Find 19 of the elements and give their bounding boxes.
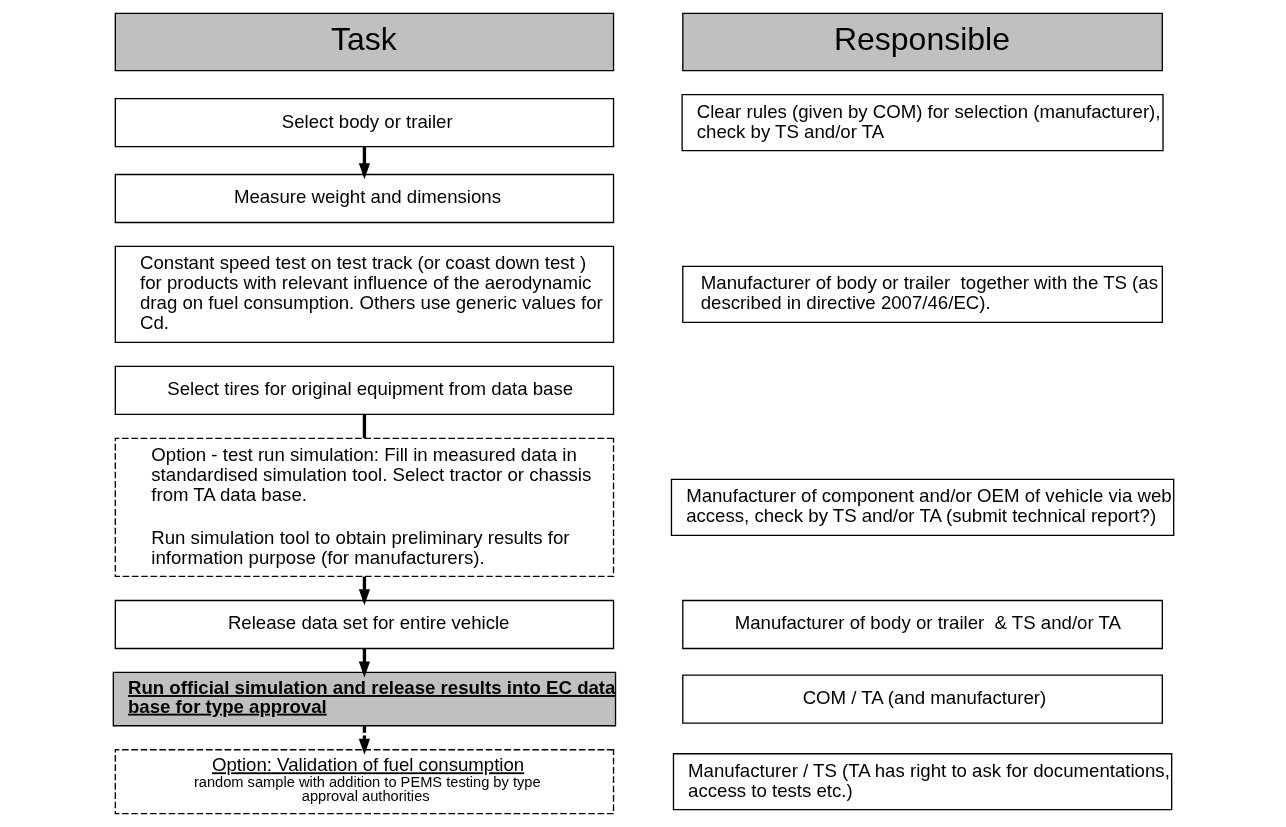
node-box: COM / TA (and manufacturer): [681, 674, 1163, 724]
node-box: Task: [114, 12, 614, 72]
node-box: Manufacturer of body or trailer together with the TS (as described in directive 2007/46/EC).: [681, 265, 1163, 324]
connector: [362, 414, 366, 438]
node-box: Manufacturer of component and/or OEM of vehicle via web access, check by TS and/or TA (submit technical report?): [670, 478, 1174, 537]
node-box: Constant speed test on test track (or coast down test ) for products with relevant influence of the aerodynamic drag on fuel consumption. Others use generic values for Cd.: [114, 245, 614, 344]
node-box: Select body or trailer: [114, 97, 614, 148]
node-box: Option: Validation of fuel consumption random sample with addition to PEMS testing by type approval authorities: [114, 749, 614, 815]
node-box: Release data set for entire vehicle: [114, 599, 614, 650]
arrow: [358, 726, 370, 755]
node-box: Responsible: [681, 12, 1163, 72]
node-box: Manufacturer / TS (TA has right to ask for documentations, access to tests etc.): [672, 753, 1172, 811]
node-box: Measure weight and dimensions: [114, 173, 614, 224]
node-box: Option - test run simulation: Fill in measured data in standardised simulation tool. Select tractor or chassis from TA data base. Run simulation tool to obtain preliminary results for information purpose (for manufacturers).: [114, 437, 614, 578]
arrow: [358, 146, 370, 180]
node-box: Manufacturer of body or trailer & TS and/or TA: [681, 599, 1163, 650]
node-box: Select tires for original equipment from data base: [114, 365, 614, 415]
node-box: Run official simulation and release results into EC data base for type approval: [112, 671, 616, 727]
node-box: Clear rules (given by COM) for selection (manufacturer), check by TS and/or TA: [680, 93, 1164, 152]
